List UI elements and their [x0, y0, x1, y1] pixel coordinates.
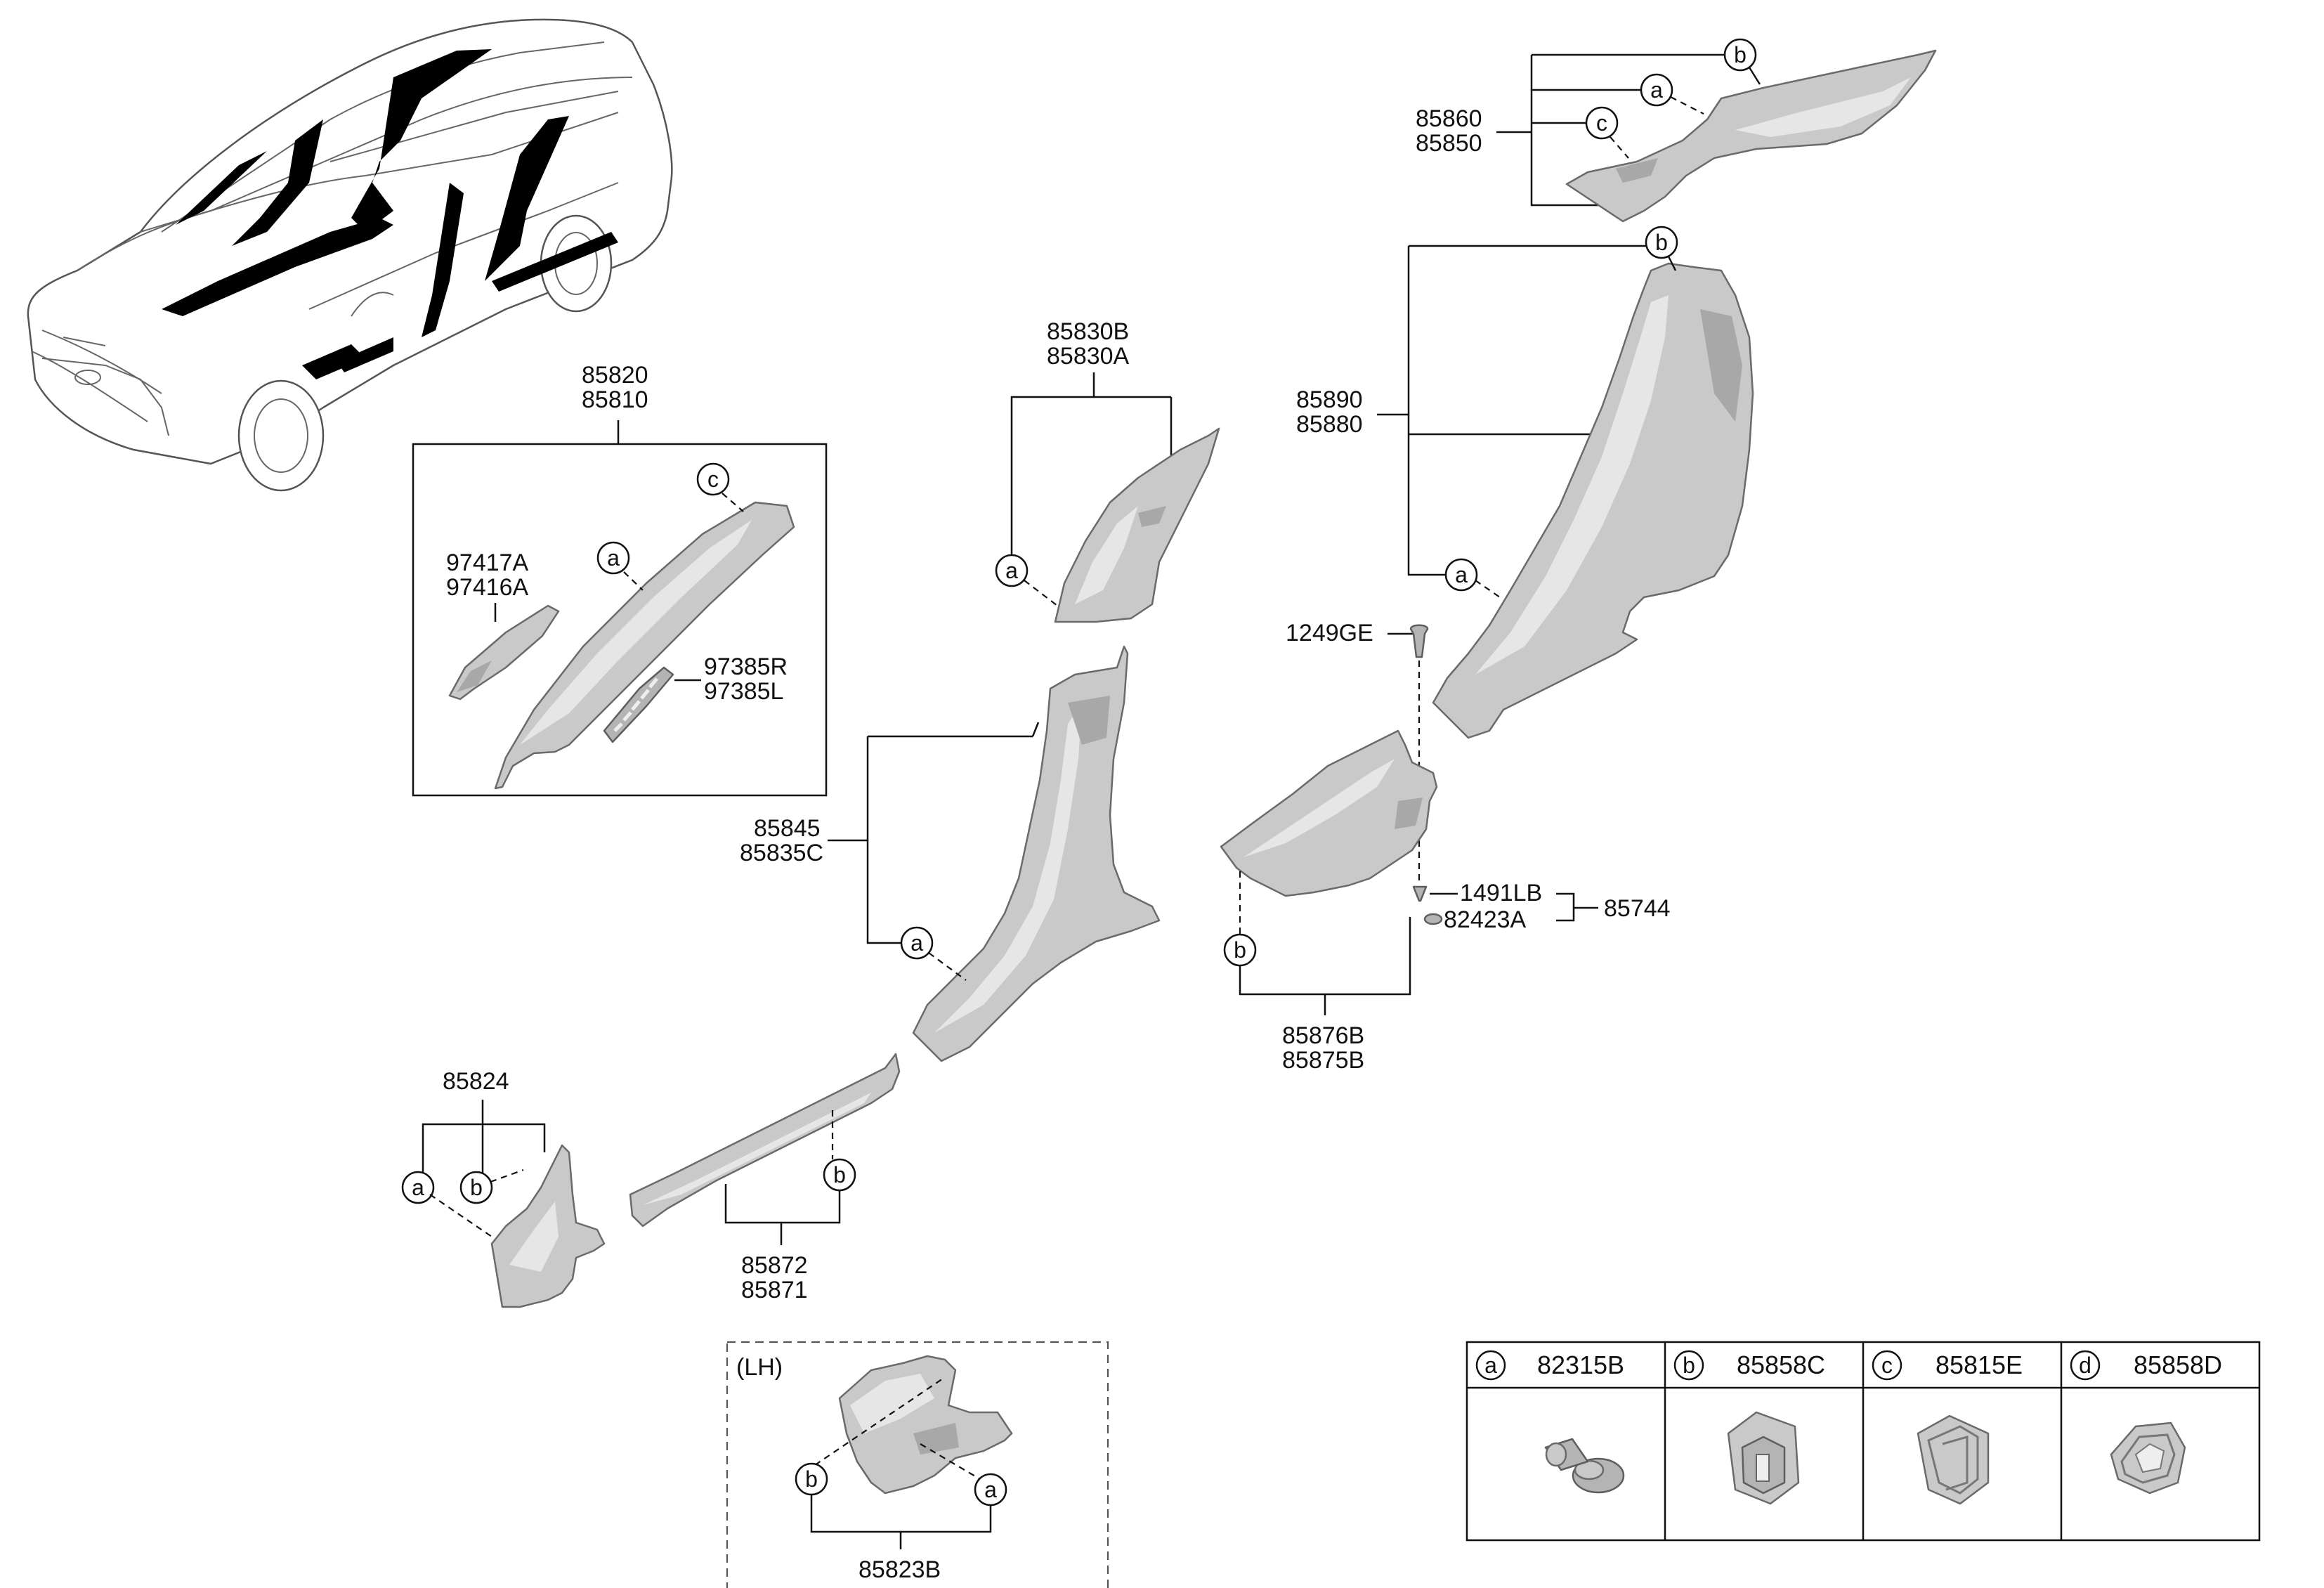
- part-85860-roof-trim[interactable]: [1565, 49, 1937, 223]
- part-85872-door-sill[interactable]: [629, 1053, 901, 1228]
- retainer-clip-icon: [1727, 1411, 1800, 1505]
- callout-a-85824: a: [412, 1175, 424, 1200]
- table-part-82315B: 82315B: [1537, 1351, 1624, 1379]
- part-85845-b-pillar[interactable]: [912, 645, 1161, 1062]
- washer-82423A[interactable]: [1423, 913, 1443, 925]
- callout-b-85890: b: [1655, 230, 1668, 255]
- label-97385R: 97385R: [704, 653, 788, 680]
- callout-b-85860: b: [1734, 42, 1747, 67]
- label-85820: 85820: [582, 362, 648, 389]
- label-85744: 85744: [1604, 895, 1671, 922]
- part-85820-a-pillar[interactable]: [494, 501, 795, 790]
- label-85850: 85850: [1416, 130, 1482, 157]
- clip-1491LB[interactable]: [1412, 885, 1428, 902]
- label-85860: 85860: [1416, 105, 1482, 132]
- label-85890: 85890: [1296, 386, 1363, 413]
- label-85824: 85824: [443, 1068, 509, 1095]
- label-85880: 85880: [1296, 411, 1363, 438]
- label-97416A: 97416A: [446, 574, 529, 601]
- screw-1249GE[interactable]: [1409, 624, 1429, 658]
- label-85872: 85872: [741, 1252, 808, 1279]
- callout-b-85872: b: [833, 1162, 846, 1187]
- table-key-b: b: [1683, 1353, 1695, 1378]
- callout-c: c: [707, 467, 719, 492]
- spring-clip-icon: [1917, 1414, 1990, 1505]
- label-85835C: 85835C: [740, 840, 823, 866]
- label-85845: 85845: [754, 815, 821, 842]
- lh-group-box: [726, 1341, 1109, 1588]
- callout-c-85860: c: [1596, 110, 1607, 136]
- vehicle-illustration: [27, 18, 673, 492]
- table-key-c: c: [1881, 1353, 1893, 1378]
- callout-b-85824: b: [470, 1175, 483, 1200]
- callout-a-85890: a: [1455, 562, 1468, 587]
- callout-a-85823: a: [984, 1477, 997, 1502]
- push-clip-icon: [1544, 1438, 1625, 1494]
- callout-a-85830: a: [1005, 558, 1018, 583]
- label-97417A: 97417A: [446, 549, 529, 576]
- group-box-85820: [412, 443, 828, 797]
- table-part-85815E: 85815E: [1935, 1351, 2023, 1379]
- label-85871: 85871: [741, 1277, 808, 1303]
- table-part-85858D: 85858D: [2134, 1351, 2222, 1379]
- table-key-a: a: [1484, 1353, 1497, 1378]
- label-85830B: 85830B: [1047, 318, 1129, 345]
- callout-a-85860: a: [1650, 77, 1663, 103]
- label-1491LB: 1491LB: [1460, 880, 1542, 906]
- label-85823B: 85823B: [859, 1556, 941, 1583]
- wire-clip-icon: [2110, 1421, 2186, 1495]
- label-85830A: 85830A: [1047, 343, 1130, 370]
- label-85875B: 85875B: [1282, 1047, 1364, 1074]
- table-part-85858C: 85858C: [1737, 1351, 1825, 1379]
- callout-a: a: [607, 545, 620, 571]
- fastener-table: a 82315B b 85858C c 85815E d 85858D: [1465, 1341, 2261, 1542]
- table-key-d: d: [2079, 1353, 2091, 1378]
- label-lh: (LH): [736, 1354, 783, 1381]
- callout-b-85823: b: [805, 1466, 818, 1492]
- label-85876B: 85876B: [1282, 1022, 1364, 1049]
- label-82423A: 82423A: [1444, 906, 1527, 933]
- callout-a-85845: a: [910, 930, 923, 956]
- label-1249GE: 1249GE: [1286, 620, 1373, 646]
- label-85810: 85810: [582, 386, 648, 413]
- callout-b-85876: b: [1234, 937, 1246, 963]
- label-97385L: 97385L: [704, 678, 783, 705]
